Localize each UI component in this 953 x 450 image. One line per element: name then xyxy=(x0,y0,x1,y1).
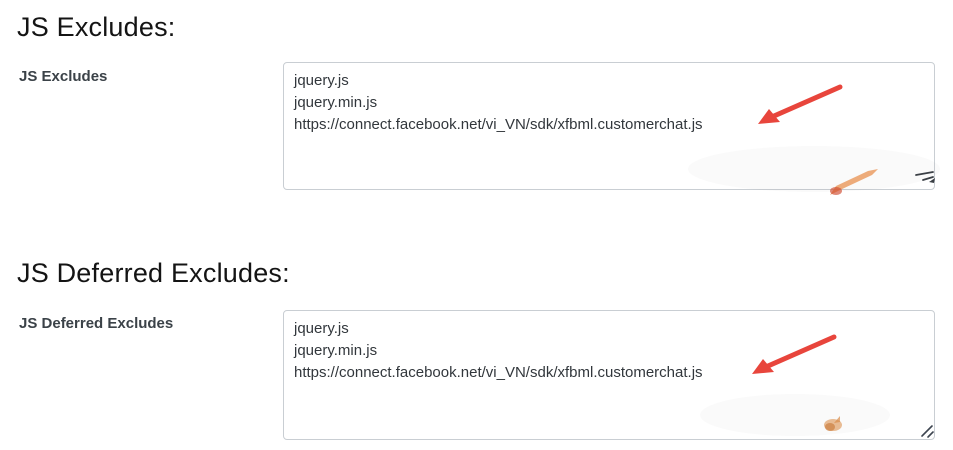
js-excludes-textarea[interactable]: jquery.js jquery.min.js https://connect.… xyxy=(283,62,935,190)
field-label-js-excludes: JS Excludes xyxy=(19,68,108,85)
js-deferred-excludes-textarea[interactable]: jquery.js jquery.min.js https://connect.… xyxy=(283,310,935,440)
textarea-resize-grip-icon[interactable] xyxy=(914,169,936,184)
section-heading-js-excludes: JS Excludes: xyxy=(17,12,176,42)
section-heading-js-deferred-excludes: JS Deferred Excludes: xyxy=(17,258,290,288)
field-label-js-deferred-excludes: JS Deferred Excludes xyxy=(19,315,174,332)
textarea-resize-grip-icon[interactable] xyxy=(918,422,935,439)
